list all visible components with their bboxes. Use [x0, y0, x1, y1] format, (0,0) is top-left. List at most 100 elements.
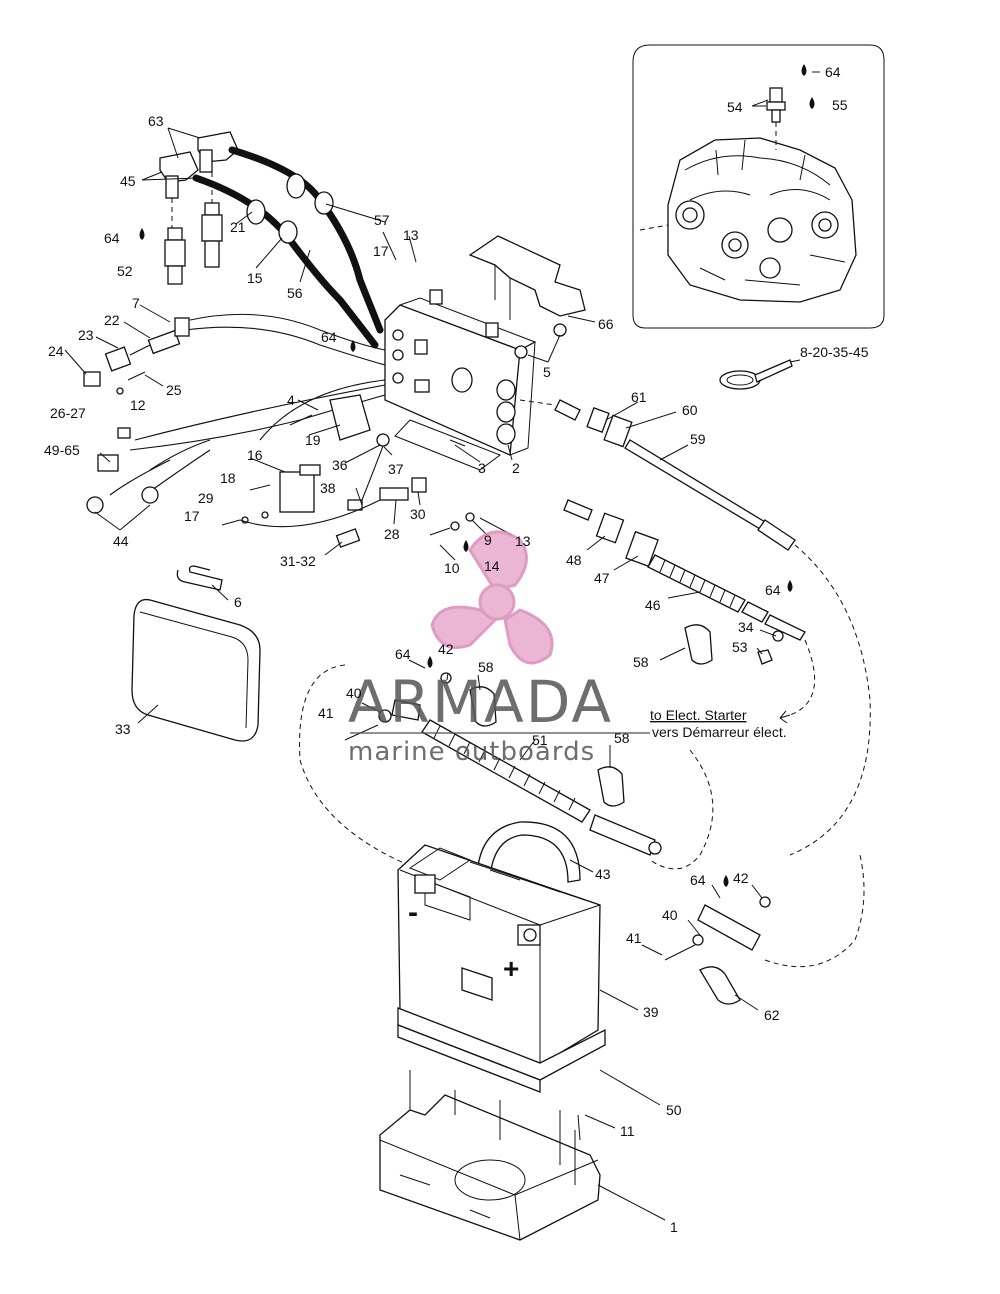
part-label: 41: [318, 705, 334, 721]
part-label: 64: [690, 872, 706, 888]
part-label: 4: [287, 392, 295, 408]
lubricant-drop-icon: [350, 340, 356, 352]
watermark-title: ARMADA: [348, 668, 613, 736]
starter-note-en: to Elect. Starter: [650, 707, 747, 723]
part-label: 29: [198, 490, 214, 506]
part-label: 37: [388, 461, 404, 477]
part-label: 15: [247, 270, 263, 286]
part-label: 17: [184, 508, 200, 524]
part-label: 64: [765, 582, 781, 598]
watermark-subtitle: marine outboards: [348, 737, 595, 767]
part-label: 54: [727, 99, 743, 115]
engine-inset: [632, 44, 885, 329]
part-label: 57: [374, 212, 390, 228]
part-label: 12: [130, 397, 146, 413]
part-label: 46: [645, 597, 661, 613]
part-label: 3: [478, 460, 486, 476]
part-label: 28: [384, 526, 400, 542]
part-label: 14: [484, 558, 500, 574]
part-label: 17: [373, 243, 389, 259]
part-label: 8-20-35-45: [800, 344, 869, 360]
part-label: 26-27: [50, 405, 86, 421]
part-label: 23: [78, 327, 94, 343]
part-label: 36: [332, 457, 348, 473]
part-label: 19: [305, 432, 321, 448]
part-label: 21: [230, 219, 246, 235]
part-label: 42: [438, 641, 454, 657]
starter-note-fr: vers Démarreur élect.: [652, 724, 787, 740]
part-label: 18: [220, 470, 236, 486]
part-label: 34: [738, 619, 754, 635]
part-label: 10: [444, 560, 460, 576]
tie-wrap: [719, 359, 793, 390]
part-label: 24: [48, 343, 64, 359]
lubricant-drop-icon: [139, 228, 145, 240]
part-label: 2: [512, 460, 520, 476]
lubricant-drop-icon: [463, 540, 469, 552]
part-label: 5: [543, 364, 551, 380]
part-label: 60: [682, 402, 698, 418]
part-label: 13: [515, 533, 531, 549]
part-number-labels: 63 45 64 52 21 15 56 57 17 13 66 5 7 22 …: [44, 64, 869, 1235]
part-label: 55: [832, 97, 848, 113]
part-label: 51: [532, 732, 548, 748]
part-label: 9: [484, 532, 492, 548]
part-label: 52: [117, 263, 133, 279]
battery-cover: [131, 565, 261, 742]
part-label: 42: [733, 870, 749, 886]
battery-plus-sign: +: [503, 953, 519, 984]
part-label: 43: [595, 866, 611, 882]
part-label: 7: [132, 295, 140, 311]
battery-minus-sign: -: [408, 896, 418, 929]
part-label: 64: [395, 646, 411, 662]
part-label: 64: [321, 329, 337, 345]
part-label: 63: [148, 113, 164, 129]
battery: [379, 821, 606, 1241]
battery-cables: [299, 399, 871, 1005]
leader-lines: [64, 71, 820, 1221]
part-label: 41: [626, 930, 642, 946]
part-label: 64: [104, 230, 120, 246]
part-label: 62: [764, 1007, 780, 1023]
part-label: 38: [320, 480, 336, 496]
part-label: 47: [594, 570, 610, 586]
watermark: ARMADA marine outboards: [348, 530, 650, 767]
part-label: 40: [662, 907, 678, 923]
part-label: 6: [234, 594, 242, 610]
spark-plug-assembly: [159, 131, 384, 349]
lubricant-drop-icon: [809, 97, 815, 109]
part-label: 66: [598, 316, 614, 332]
part-label: 53: [732, 639, 748, 655]
part-label: 40: [346, 685, 362, 701]
part-label: 25: [166, 382, 182, 398]
part-label: 61: [631, 389, 647, 405]
lubricant-drop-icons: [139, 64, 815, 887]
part-label: 11: [620, 1123, 635, 1139]
electrical-box: [384, 235, 586, 471]
part-label: 58: [478, 659, 494, 675]
part-label: 16: [247, 447, 263, 463]
lubricant-drop-icon: [787, 580, 793, 592]
part-label: 44: [113, 533, 129, 549]
part-label: 22: [104, 312, 120, 328]
part-label: 1: [670, 1219, 678, 1235]
part-label: 33: [115, 721, 131, 737]
part-label: 56: [287, 285, 303, 301]
lubricant-drop-icon: [801, 64, 807, 76]
part-label: 39: [643, 1004, 659, 1020]
part-label: 50: [666, 1102, 682, 1118]
part-label: 58: [614, 730, 630, 746]
lubricant-drop-icon: [427, 656, 433, 668]
part-label: 31-32: [280, 553, 316, 569]
part-label: 30: [410, 506, 426, 522]
part-label: 49-65: [44, 442, 80, 458]
part-label: 64: [825, 64, 841, 80]
lubricant-drop-icon: [723, 875, 729, 887]
part-label: 59: [690, 431, 706, 447]
part-label: 48: [566, 552, 582, 568]
part-label: 13: [403, 227, 419, 243]
propeller-logo: [430, 530, 554, 665]
part-label: 58: [633, 654, 649, 670]
wiring-harness: [83, 313, 475, 548]
